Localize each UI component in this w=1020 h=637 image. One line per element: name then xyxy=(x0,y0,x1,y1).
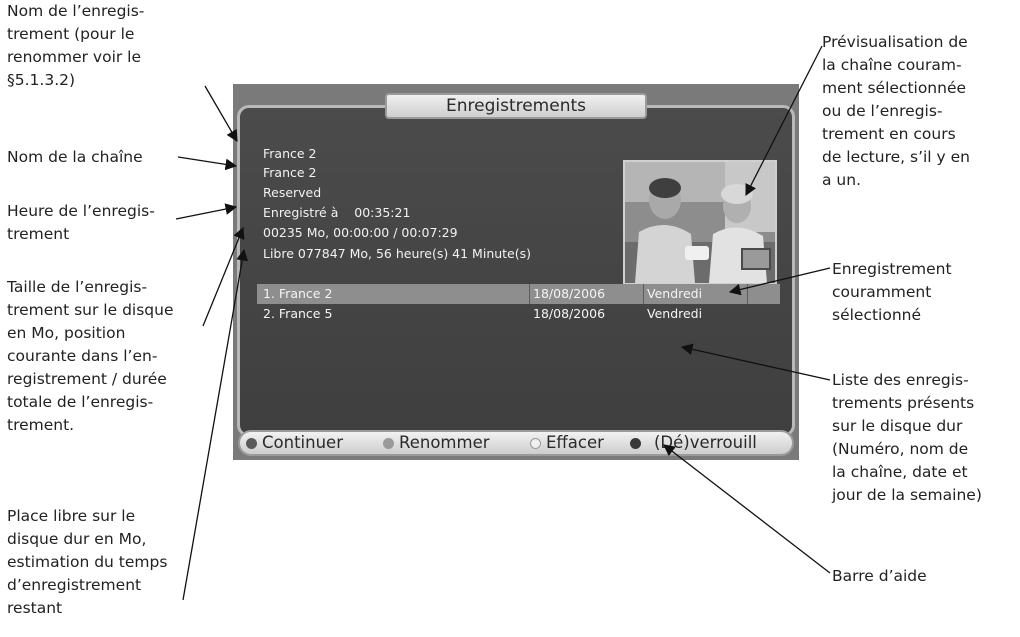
help-renommer[interactable]: Renommer xyxy=(383,432,490,454)
annotation-nom-enregistrement: Nom de l’enregis- trement (pour le renom… xyxy=(7,0,203,92)
recording-row[interactable]: 2. France 5 18/08/2006 Vendredi xyxy=(257,304,780,324)
annotation-liste: Liste des enregis- trements présents sur… xyxy=(832,369,1015,507)
recording-name: France 2 xyxy=(263,146,317,161)
help-label: Renommer xyxy=(399,433,490,452)
column-divider xyxy=(529,284,530,304)
recording-day: Vendredi xyxy=(647,306,703,321)
recording-date: 18/08/2006 xyxy=(533,286,606,301)
annotation-text: Nom de l’enregis- trement (pour le renom… xyxy=(7,2,145,89)
recording-time: Enregistré à 00:35:21 xyxy=(263,205,411,220)
help-label: Continuer xyxy=(262,433,343,452)
callout-taille xyxy=(202,226,245,327)
callout-nom-chaine xyxy=(177,156,238,171)
red-button-icon xyxy=(246,438,257,449)
annotation-text: Place libre sur le disque dur en Mo, est… xyxy=(7,507,168,617)
recording-day: Vendredi xyxy=(647,286,703,301)
annotation-text: Nom de la chaîne xyxy=(7,148,143,166)
help-effacer[interactable]: Effacer xyxy=(530,432,604,454)
annotation-heure: Heure de l’enregis- trement xyxy=(7,200,203,246)
annotation-barre-aide: Barre d’aide xyxy=(832,565,1012,588)
yellow-button-icon xyxy=(530,438,541,449)
callout-barre-aide xyxy=(663,444,831,574)
free-space: Libre 077847 Mo, 56 heure(s) 41 Minute(s… xyxy=(263,246,532,261)
help-verrouiller[interactable]: (Dé)verrouill xyxy=(630,432,757,454)
annotation-text: Taille de l’enregis- trement sur le disq… xyxy=(7,278,174,434)
channel-preview xyxy=(623,160,777,285)
screen-title: Enregistrements xyxy=(385,93,647,119)
tv-screen: France 2 France 2 Reserved Enregistré à … xyxy=(233,84,799,460)
recording-label: 1. France 2 xyxy=(263,286,333,301)
column-divider xyxy=(747,284,748,304)
callout-previsualisation xyxy=(745,45,823,197)
help-label: (Dé)verrouill xyxy=(654,433,757,452)
callout-nom-enregistrement xyxy=(204,85,238,143)
callout-liste xyxy=(680,343,831,381)
callout-place-libre xyxy=(182,248,248,601)
annotation-text: Heure de l’enregis- trement xyxy=(7,202,155,243)
help-bar: Continuer Renommer Effacer (Dé)verrouill xyxy=(238,430,794,456)
column-divider xyxy=(643,284,644,304)
recordings-panel: France 2 France 2 Reserved Enregistré à … xyxy=(237,105,795,437)
recording-date: 18/08/2006 xyxy=(533,306,606,321)
annotation-enregistrement-selectionne: Enregistrement couramment sélectionné xyxy=(832,258,1012,327)
preview-image xyxy=(625,162,775,283)
channel-name: France 2 xyxy=(263,165,317,180)
green-button-icon xyxy=(383,438,394,449)
callout-enregistrement-selectionne xyxy=(728,267,831,296)
callout-heure xyxy=(175,203,238,220)
annotation-previsualisation: Prévisualisation de la chaîne couram- me… xyxy=(822,31,1015,192)
recording-row[interactable]: 1. France 2 18/08/2006 Vendredi xyxy=(257,284,780,304)
annotation-text: Prévisualisation de la chaîne couram- me… xyxy=(822,33,970,189)
annotation-place-libre: Place libre sur le disque dur en Mo, est… xyxy=(7,505,203,620)
recording-label: 2. France 5 xyxy=(263,306,333,321)
annotation-text: Liste des enregis- trements présents sur… xyxy=(832,371,982,504)
annotation-text: Barre d’aide xyxy=(832,567,927,585)
help-continuer[interactable]: Continuer xyxy=(246,432,343,454)
annotation-text: Enregistrement couramment sélectionné xyxy=(832,260,952,324)
annotation-taille: Taille de l’enregis- trement sur le disq… xyxy=(7,276,203,437)
blue-button-icon xyxy=(630,438,641,449)
recording-status: Reserved xyxy=(263,185,322,200)
annotation-nom-chaine: Nom de la chaîne xyxy=(7,146,203,169)
help-label: Effacer xyxy=(546,433,604,452)
recording-size-position: 00235 Mo, 00:00:00 / 00:07:29 xyxy=(263,225,458,240)
